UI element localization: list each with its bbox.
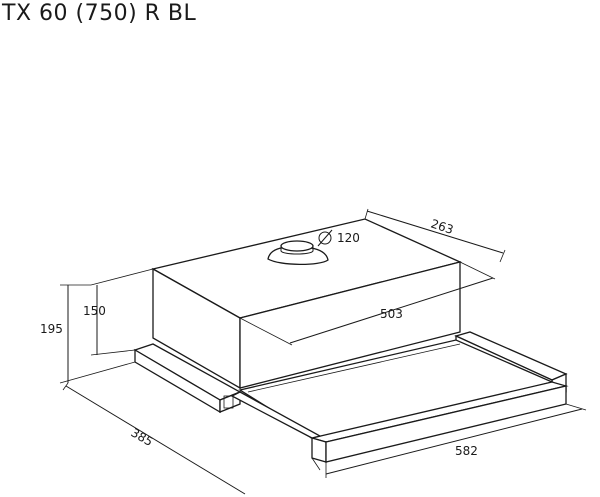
dim-total-depth: 385 bbox=[129, 425, 156, 449]
dim-line-385 bbox=[62, 382, 321, 495]
dim-line-150 bbox=[90, 268, 154, 356]
hood-body bbox=[151, 218, 462, 390]
dim-duct-diameter: 120 bbox=[337, 231, 360, 245]
dim-depth-top: 263 bbox=[429, 217, 455, 237]
dim-line-263 bbox=[364, 208, 506, 263]
dim-line-503 bbox=[239, 261, 496, 346]
dim-total-height: 195 bbox=[40, 322, 63, 336]
dim-total-width: 582 bbox=[455, 444, 478, 458]
dim-line-582 bbox=[325, 403, 587, 478]
dim-body-height: 150 bbox=[83, 304, 106, 318]
dim-line-195 bbox=[59, 284, 136, 384]
product-title: TX 60 (750) R BL bbox=[2, 1, 197, 26]
dim-body-width: 503 bbox=[380, 307, 403, 321]
diameter-symbol-icon bbox=[317, 229, 333, 247]
hood-slider bbox=[133, 331, 569, 463]
duct-outlet bbox=[267, 240, 329, 266]
